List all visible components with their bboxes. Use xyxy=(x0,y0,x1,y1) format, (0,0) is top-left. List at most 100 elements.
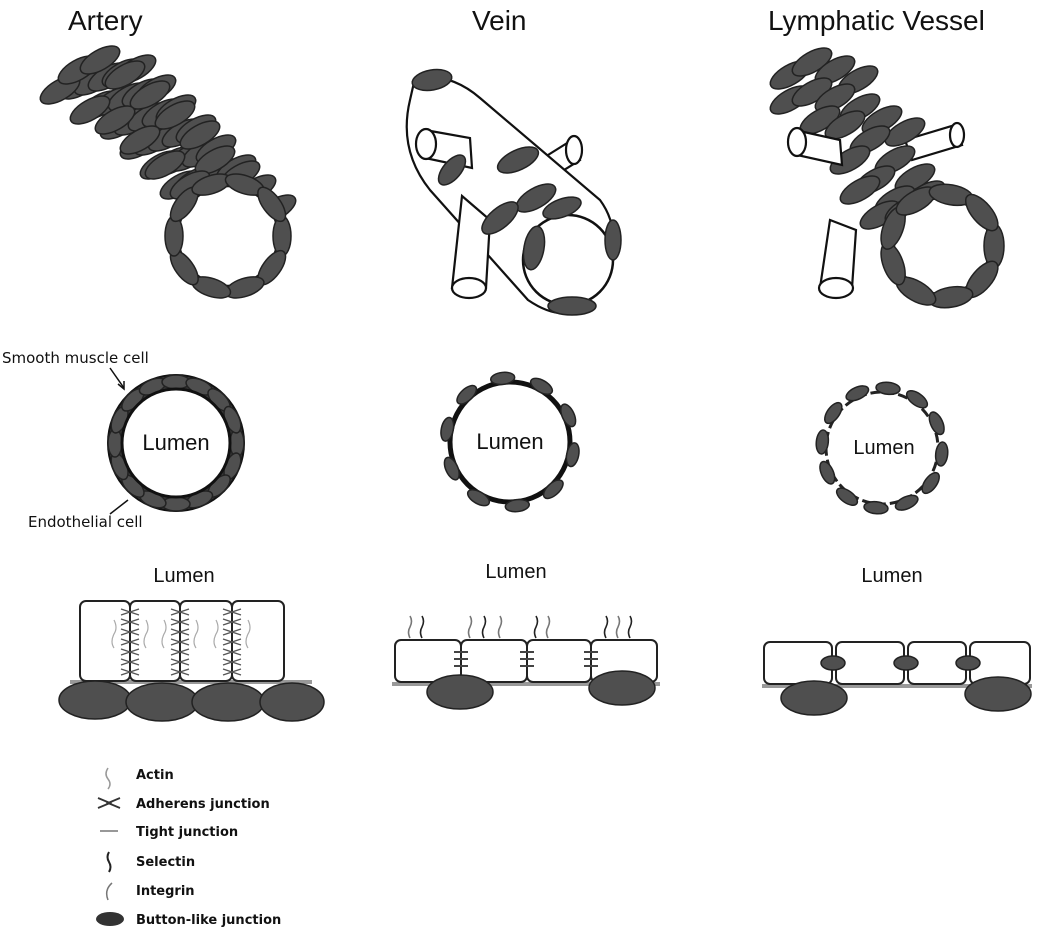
selectin xyxy=(603,615,609,639)
lymphatic-title: Lymphatic Vessel xyxy=(768,5,985,36)
actin-icon xyxy=(105,767,111,790)
smooth-muscle-cell-label: Smooth muscle cell xyxy=(2,349,149,367)
lymphatic-cross-section-cells xyxy=(815,381,949,515)
vein-cell xyxy=(547,296,597,316)
artery-lumen xyxy=(120,387,232,499)
vein-cell xyxy=(604,219,622,261)
actin-filament xyxy=(161,619,167,649)
artery-ring-cell xyxy=(164,215,184,257)
lymphatic-cell xyxy=(829,145,871,175)
lymphatic-cross-section-cell xyxy=(921,471,940,495)
adherens-junction xyxy=(120,648,140,656)
lymphatic-branch-left-opening xyxy=(786,126,808,158)
vein-junction-lumen-label: Lumen xyxy=(485,561,546,583)
adherens-junction xyxy=(222,638,242,646)
actin-filament xyxy=(111,619,117,649)
adherens-junction xyxy=(120,638,140,646)
lymphatic-cell xyxy=(884,117,926,147)
vein-endothelial-cell xyxy=(526,639,592,683)
lymphatic-cross-section-cell xyxy=(905,390,929,409)
artery-cross-section-cells xyxy=(107,374,245,512)
adherens-junction xyxy=(170,668,190,676)
vein-smooth-muscle-cell xyxy=(426,674,494,710)
artery-cell xyxy=(69,95,111,125)
adherens-junction xyxy=(222,628,242,636)
lymphatic-junction-lumen-label: Lumen xyxy=(861,565,922,587)
smooth-muscle-arrowhead xyxy=(117,381,125,391)
lymphatic-cross-section-cell xyxy=(875,381,901,396)
vein-branch-right-opening xyxy=(564,134,584,166)
artery-ring-cells xyxy=(164,173,292,299)
legend-label-button-like-junction: Button-like junction xyxy=(136,913,281,928)
lymphatic-cross-section-cell xyxy=(819,460,836,485)
artery-cell xyxy=(179,120,221,150)
lymphatic-cell xyxy=(839,175,881,205)
selectin xyxy=(497,615,503,639)
vein-cell xyxy=(522,225,546,271)
vein-cell xyxy=(542,196,582,220)
adherens-junction xyxy=(120,618,140,626)
adherens-junction xyxy=(222,658,242,666)
vein-title: Vein xyxy=(472,5,527,36)
endothelial-cell-label: Endothelial cell xyxy=(28,513,143,531)
selectin xyxy=(533,615,539,639)
adherens-junction xyxy=(120,658,140,666)
adherens-junction xyxy=(222,648,242,656)
vein-cross-section-cell xyxy=(440,416,455,442)
selectin-icon xyxy=(106,851,112,873)
button-like-junction xyxy=(955,655,981,671)
button-like-junction xyxy=(893,655,919,671)
vein-lumen-label: Lumen xyxy=(476,429,543,454)
artery-cell xyxy=(79,45,121,75)
artery-junction-view xyxy=(58,600,325,722)
vein-cross-section-cell xyxy=(504,498,530,513)
adherens-junction xyxy=(170,658,190,666)
lymphatic-cross-section-cell xyxy=(835,487,859,506)
lymphatic-cross-section-cell xyxy=(934,441,949,467)
legend-label-integrin: Integrin xyxy=(136,884,195,899)
lymphatic-junction-view xyxy=(762,641,1032,716)
artery-cross-section: Lumen Smooth muscle cell Endothelial cel… xyxy=(2,349,245,531)
button-like-junction xyxy=(820,655,846,671)
artery-3d-vessel xyxy=(39,45,297,299)
artery-smooth-muscle-cell xyxy=(191,682,265,722)
lymphatic-ring-cell xyxy=(964,193,999,232)
selectin xyxy=(481,615,487,639)
artery-smooth-muscle-cell xyxy=(58,680,132,720)
lymphatic-ring-cells xyxy=(880,183,1005,309)
artery-adherens-junctions xyxy=(111,608,251,676)
artery-ring-cell xyxy=(272,215,292,257)
selectin xyxy=(407,615,413,639)
artery-smooth-muscle-cell xyxy=(125,682,199,722)
vein-cross-section: Lumen xyxy=(440,371,580,513)
artery-cell xyxy=(94,105,136,135)
lymphatic-cell xyxy=(814,83,856,113)
vein-cross-section-cell xyxy=(443,456,460,481)
actin-filament xyxy=(143,619,149,649)
artery-endothelial-cell xyxy=(231,600,285,682)
adherens-junction xyxy=(120,668,140,676)
lymphatic-cross-section-cell xyxy=(815,429,830,455)
actin-filament xyxy=(245,619,251,649)
artery-cell xyxy=(194,145,236,175)
selectin xyxy=(627,615,633,639)
vein-cross-section-cells xyxy=(440,371,580,513)
vein-3d-vessel xyxy=(405,68,622,316)
lymphatic-body-cells xyxy=(769,47,946,230)
lymphatic-cell xyxy=(791,47,833,77)
lymphatic-cross-section-cell xyxy=(894,494,919,511)
endothelial-pointer xyxy=(109,499,129,515)
vein-cross-section-cell xyxy=(490,371,516,386)
vein-cross-section-cell xyxy=(542,479,564,500)
lymphatic-lumen-label: Lumen xyxy=(853,437,914,459)
adherens-junction xyxy=(222,668,242,676)
lymphatic-branch-right-opening xyxy=(948,121,966,149)
vein-cell xyxy=(437,154,467,186)
vein-junction-markers xyxy=(407,615,633,667)
artery-smooth-muscle-cell xyxy=(259,682,325,722)
integrin-icon xyxy=(105,882,113,901)
vein-cross-section-cell xyxy=(565,442,580,468)
selectin xyxy=(419,615,425,639)
